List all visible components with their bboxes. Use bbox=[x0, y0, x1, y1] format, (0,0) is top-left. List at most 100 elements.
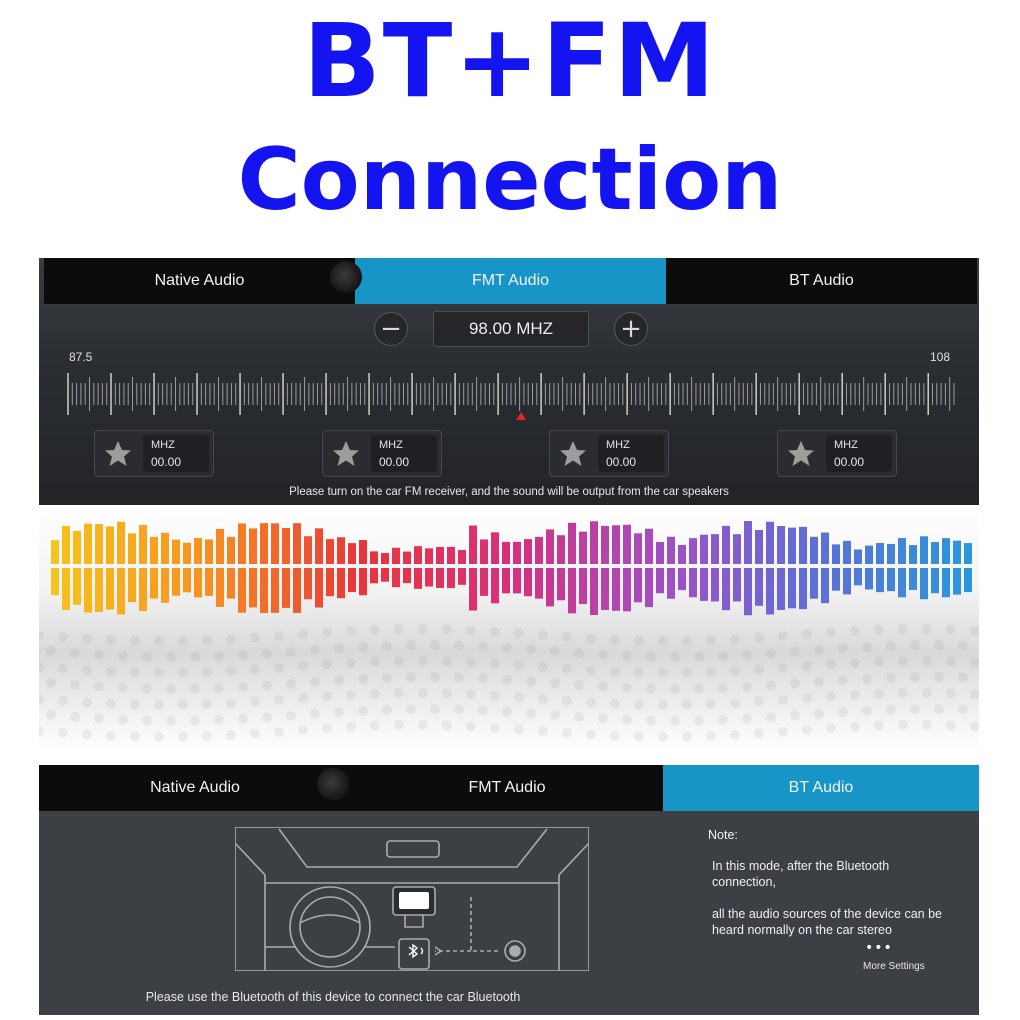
texture-dot bbox=[298, 661, 308, 672]
texture-dot bbox=[250, 632, 260, 643]
texture-dot bbox=[802, 628, 812, 639]
equalizer-bar-bottom bbox=[370, 568, 378, 584]
equalizer-bar-bottom bbox=[755, 568, 763, 606]
equalizer-bar-bottom bbox=[920, 568, 928, 600]
texture-dot bbox=[358, 641, 368, 652]
texture-dot bbox=[202, 699, 212, 710]
equalizer-bar-top bbox=[436, 546, 444, 564]
equalizer-bar-bottom bbox=[843, 568, 851, 595]
camera-icon bbox=[330, 261, 362, 293]
car-interior-illustration bbox=[235, 827, 589, 971]
preset-value: 00.00 bbox=[151, 455, 182, 469]
texture-dot bbox=[394, 688, 404, 699]
fm-hint-text: Please turn on the car FM receiver, and … bbox=[289, 486, 729, 498]
equalizer-bar-top bbox=[95, 524, 103, 564]
equalizer-bar-top bbox=[183, 542, 191, 564]
equalizer-bar-bottom bbox=[513, 568, 521, 594]
equalizer-bar-top bbox=[150, 536, 158, 564]
texture-dot bbox=[58, 663, 68, 674]
frequency-increase-button[interactable]: + bbox=[614, 312, 648, 346]
more-settings-link[interactable]: More Settings bbox=[863, 961, 925, 972]
more-dots-icon[interactable]: ••• bbox=[865, 940, 893, 956]
texture-dot bbox=[778, 726, 788, 737]
texture-dot bbox=[946, 720, 956, 731]
texture-dot bbox=[514, 724, 524, 735]
equalizer-bar-top bbox=[414, 546, 422, 564]
texture-dot bbox=[706, 699, 716, 710]
star-icon bbox=[105, 441, 131, 466]
texture-dot bbox=[802, 724, 812, 735]
tab-native-audio[interactable]: Native Audio bbox=[154, 272, 245, 289]
equalizer-bar-top bbox=[755, 530, 763, 564]
texture-dot bbox=[502, 642, 512, 653]
texture-dot bbox=[646, 715, 656, 726]
texture-dot bbox=[58, 631, 68, 642]
equalizer-bar-top bbox=[546, 529, 554, 564]
texture-dot bbox=[574, 711, 584, 722]
equalizer-bar-top bbox=[194, 538, 202, 564]
texture-dot bbox=[970, 689, 979, 700]
texture-dot bbox=[754, 728, 764, 739]
equalizer-bar-bottom bbox=[271, 568, 279, 613]
equalizer-bar-bottom bbox=[84, 568, 92, 613]
frequency-decrease-button[interactable]: − bbox=[374, 312, 408, 346]
texture-dot bbox=[394, 624, 404, 635]
texture-dot bbox=[958, 672, 968, 683]
equalizer-bar-top bbox=[480, 539, 488, 564]
equalizer-bar-top bbox=[304, 536, 312, 564]
texture-dot bbox=[898, 688, 908, 699]
preset-slot-1[interactable]: MHZ 00.00 bbox=[94, 430, 214, 477]
equalizer-bar-bottom bbox=[524, 568, 532, 597]
tab-bt-audio[interactable]: BT Audio bbox=[663, 765, 979, 811]
equalizer-bar-bottom bbox=[315, 568, 323, 608]
texture-dot bbox=[922, 688, 932, 699]
texture-dot bbox=[718, 715, 728, 726]
equalizer-bar-top bbox=[84, 523, 92, 564]
equalizer-bar-top bbox=[579, 531, 587, 564]
equalizer-bar-top bbox=[51, 540, 59, 564]
preset-slot-2[interactable]: MHZ 00.00 bbox=[322, 430, 442, 477]
texture-dot bbox=[166, 715, 176, 726]
texture-dot bbox=[958, 640, 968, 651]
equalizer-bar-bottom bbox=[194, 568, 202, 598]
equalizer-bar-top bbox=[832, 544, 840, 564]
texture-dot bbox=[298, 629, 308, 640]
tuning-needle-icon[interactable] bbox=[516, 412, 526, 420]
texture-dot bbox=[382, 640, 392, 651]
texture-dot bbox=[58, 727, 68, 738]
frequency-scale[interactable] bbox=[66, 368, 956, 420]
equalizer-bar-top bbox=[942, 538, 950, 564]
equalizer-bar-top bbox=[920, 536, 928, 564]
equalizer-bar-top bbox=[73, 530, 81, 564]
texture-dot bbox=[550, 678, 560, 689]
equalizer-bar-bottom bbox=[854, 568, 862, 586]
texture-dot bbox=[394, 656, 404, 667]
texture-dot bbox=[190, 651, 200, 662]
tab-native-audio[interactable]: Native Audio bbox=[150, 779, 240, 796]
texture-dot bbox=[706, 635, 716, 646]
equalizer-bar-bottom bbox=[887, 568, 895, 592]
equalizer-bar-bottom bbox=[810, 568, 818, 599]
texture-dot bbox=[742, 649, 752, 660]
equalizer-bar-top bbox=[700, 534, 708, 564]
bt-hint-text: Please use the Bluetooth of this device … bbox=[145, 990, 521, 1004]
equalizer-bar-top bbox=[876, 542, 884, 564]
tab-fmt-audio[interactable]: FMT Audio bbox=[355, 258, 666, 304]
preset-slot-4[interactable]: MHZ 00.00 bbox=[777, 430, 897, 477]
equalizer-bar-top bbox=[788, 527, 796, 564]
texture-dot bbox=[82, 697, 92, 708]
texture-dot bbox=[298, 693, 308, 704]
texture-dot bbox=[274, 630, 284, 641]
equalizer-bar-top bbox=[535, 536, 543, 564]
texture-dot bbox=[39, 726, 44, 736]
tab-fmt-audio[interactable]: FMT Audio bbox=[468, 779, 546, 796]
equalizer-bar-top bbox=[887, 543, 895, 564]
texture-dot bbox=[634, 635, 644, 646]
equalizer-bar-bottom bbox=[821, 568, 829, 604]
texture-dot bbox=[610, 634, 620, 645]
texture-dot bbox=[586, 697, 596, 708]
preset-slot-3[interactable]: MHZ 00.00 bbox=[549, 430, 669, 477]
texture-dot bbox=[478, 705, 488, 716]
texture-dot bbox=[706, 731, 716, 742]
tab-bt-audio[interactable]: BT Audio bbox=[789, 272, 854, 289]
